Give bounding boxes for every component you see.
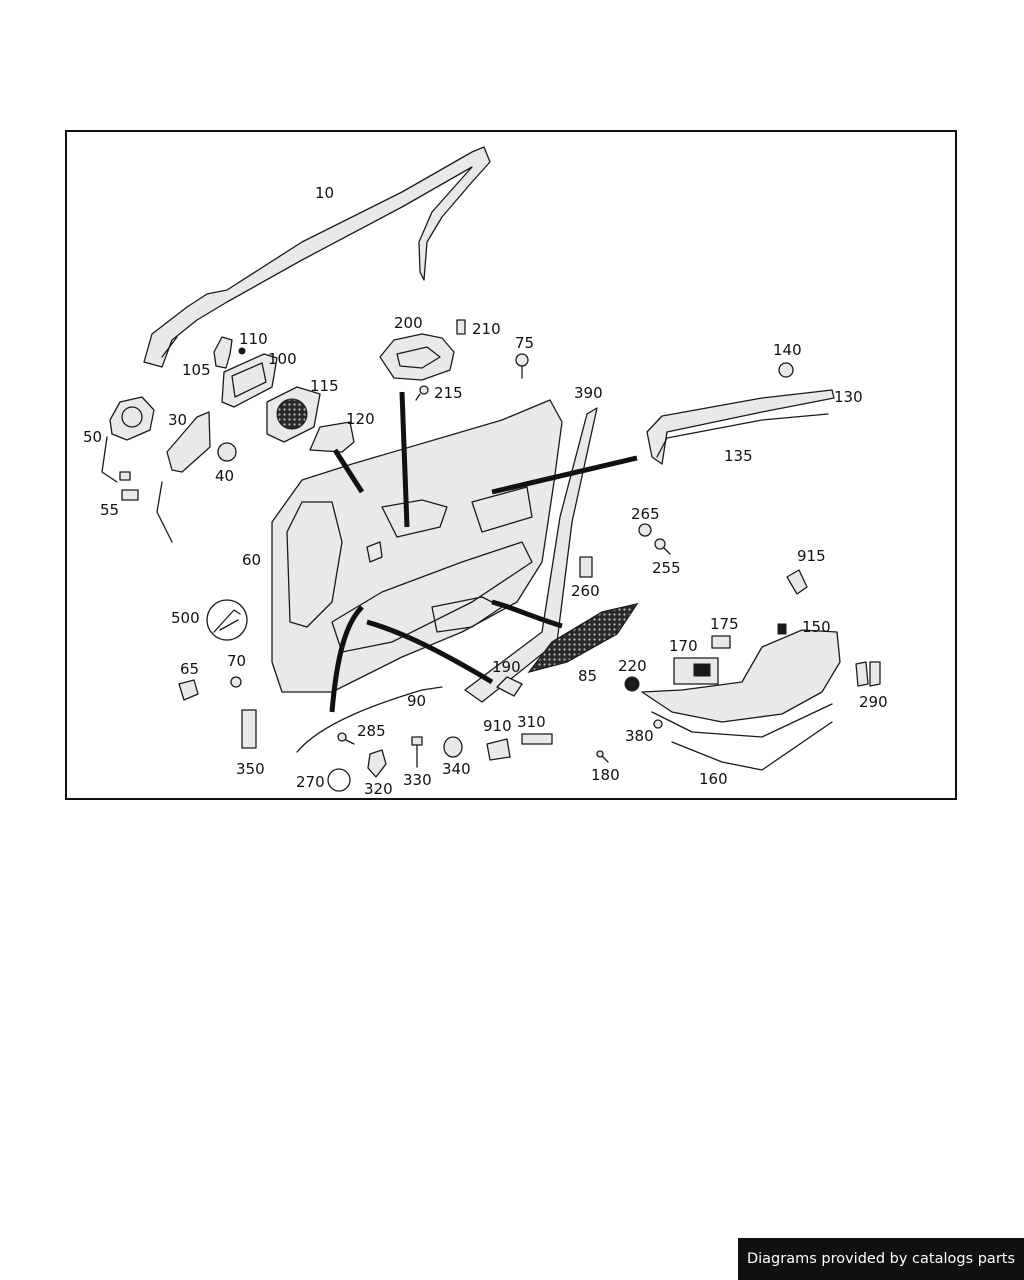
callout-290: 290 [859, 693, 888, 711]
callout-90: 90 [407, 692, 426, 710]
part-100-speaker-bezel [221, 353, 278, 408]
callout-40: 40 [215, 467, 234, 485]
part-130-window-sill-trim [646, 389, 835, 465]
part-65-connector [178, 679, 199, 701]
part-340-cap [443, 736, 463, 758]
callout-310: 310 [517, 713, 546, 731]
part-390-seal-strip [464, 407, 598, 703]
callout-75: 75 [515, 334, 534, 352]
part-915-pad [786, 569, 808, 595]
parts-diagram-frame: 10 105 110 100 115 120 200 210 215 75 39… [65, 130, 957, 800]
part-910-pad [486, 738, 511, 761]
callout-labels: 10 105 110 100 115 120 200 210 215 75 39… [83, 184, 888, 798]
callout-500: 500 [171, 609, 200, 627]
part-150-clip [777, 623, 787, 635]
leader-arrows [329, 391, 638, 713]
part-290-bracket [855, 661, 881, 687]
part-320-clip [367, 749, 387, 778]
part-380-screw [653, 719, 663, 729]
part-75-fastener [515, 353, 529, 379]
part-140-cap [778, 362, 794, 378]
part-285-screw [337, 732, 355, 745]
callout-220: 220 [618, 657, 647, 675]
callout-50: 50 [83, 428, 102, 446]
part-350-bracket [241, 709, 257, 749]
part-310-clip [521, 733, 553, 745]
callout-65: 65 [180, 660, 199, 678]
part-215-screw [415, 385, 429, 401]
part-10-window-frame-trim [143, 146, 491, 368]
callout-70: 70 [227, 652, 246, 670]
callout-210: 210 [472, 320, 501, 338]
part-265-washer [638, 523, 652, 537]
callout-100: 100 [268, 350, 297, 368]
part-270-seal-ring [327, 768, 351, 792]
callout-255: 255 [652, 559, 681, 577]
callout-380: 380 [625, 727, 654, 745]
callout-915: 915 [797, 547, 826, 565]
callout-190: 190 [492, 658, 521, 676]
callout-150: 150 [802, 618, 831, 636]
part-190-clip [496, 676, 523, 697]
part-180-screw [596, 750, 609, 763]
attribution-text: Diagrams provided by catalogs parts [746, 1251, 1016, 1267]
part-175-switch [711, 635, 731, 649]
part-40-knob [217, 442, 237, 462]
callout-110: 110 [239, 330, 268, 348]
door-trim-exploded-diagram: 10 105 110 100 115 120 200 210 215 75 39… [83, 146, 888, 798]
callout-115: 115 [310, 377, 339, 395]
callout-175: 175 [710, 615, 739, 633]
callout-30: 30 [168, 411, 187, 429]
part-115-speaker-grille [266, 386, 321, 443]
callout-215: 215 [434, 384, 463, 402]
callout-135: 135 [724, 447, 753, 465]
callout-260: 260 [571, 582, 600, 600]
callout-910: 910 [483, 717, 512, 735]
part-90-wire [296, 686, 443, 753]
callout-85: 85 [578, 667, 597, 685]
part-170-switch-panel [673, 657, 719, 685]
part-105-clip [213, 336, 233, 369]
callout-390: 390 [574, 384, 603, 402]
part-255-bolt [654, 538, 671, 555]
part-160-armrest [641, 629, 841, 771]
part-50-tweeter-bracket [101, 396, 155, 483]
callout-340: 340 [442, 760, 471, 778]
callout-105: 105 [182, 361, 211, 379]
callout-10: 10 [315, 184, 334, 202]
callout-160: 160 [699, 770, 728, 788]
callout-265: 265 [631, 505, 660, 523]
attribution-badge: Diagrams provided by catalogs parts [738, 1238, 1024, 1280]
callout-120: 120 [346, 410, 375, 428]
part-110-screw [238, 347, 246, 355]
part-30-mirror-trim [156, 411, 211, 543]
callout-270: 270 [296, 773, 325, 791]
callout-60: 60 [242, 551, 261, 569]
callout-285: 285 [357, 722, 386, 740]
part-260-clip [579, 556, 593, 578]
part-330-bolt [411, 736, 423, 768]
callout-170: 170 [669, 637, 698, 655]
part-500-tool [206, 599, 248, 641]
callout-130: 130 [834, 388, 863, 406]
callout-350: 350 [236, 760, 265, 778]
callout-55: 55 [100, 501, 119, 519]
callout-330: 330 [403, 771, 432, 789]
part-70-clip [230, 676, 242, 688]
part-200-handle-housing [379, 333, 455, 381]
callout-200: 200 [394, 314, 423, 332]
part-85-speaker-grille [527, 603, 639, 674]
part-210-clip [456, 319, 466, 335]
callout-180: 180 [591, 766, 620, 784]
callout-320: 320 [364, 780, 393, 798]
part-55-connector [119, 471, 139, 501]
callout-140: 140 [773, 341, 802, 359]
part-220-button [624, 676, 640, 692]
